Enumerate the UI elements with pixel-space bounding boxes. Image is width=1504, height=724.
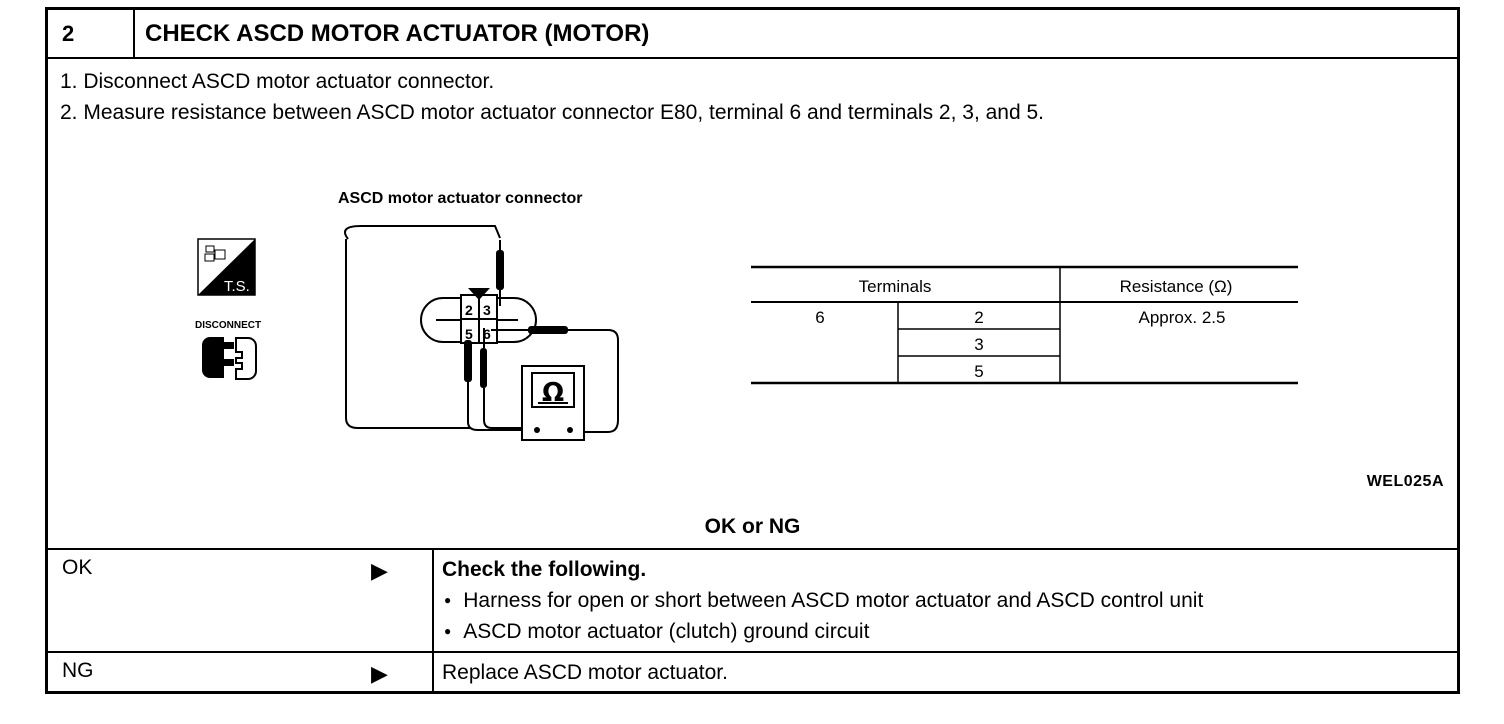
ng-action-text: Replace ASCD motor actuator.: [442, 661, 728, 684]
terminal-6-label: 6: [483, 326, 491, 342]
instruction-list: 1. Disconnect ASCD motor actuator connec…: [60, 66, 1044, 128]
ok-heading: Check the following.: [442, 558, 647, 581]
disconnect-icon: DISCONNECT: [195, 320, 261, 380]
decision-question: OK or NG: [704, 515, 801, 538]
ohm-symbol: Ω: [542, 378, 564, 408]
disconnect-label: DISCONNECT: [195, 320, 261, 331]
col-resistance: Resistance (Ω): [1120, 277, 1233, 296]
cell-resistance-value: Approx. 2.5: [1139, 308, 1226, 327]
connector-label: ASCD motor actuator connector: [338, 190, 582, 207]
ng-label: NG: [62, 659, 94, 682]
ok-arrow-icon: ▶: [371, 558, 388, 583]
cell-from-terminal: 6: [815, 308, 824, 327]
ng-arrow-icon: ▶: [371, 661, 388, 686]
ng-row: NG ▶ Replace ASCD motor actuator.: [48, 651, 1457, 692]
ohmmeter: Ω: [521, 365, 585, 441]
ng-action: Replace ASCD motor actuator.: [432, 653, 1457, 692]
terminal-2-label: 2: [465, 302, 473, 318]
probe-right: [491, 326, 619, 433]
connector-e80: 2 3 5 6: [420, 288, 537, 344]
ok-item-1: Harness for open or short between ASCD m…: [442, 585, 1457, 616]
step-header: 2 CHECK ASCD MOTOR ACTUATOR (MOTOR): [48, 10, 1457, 59]
terminal-5-label: 5: [465, 326, 473, 342]
decision-table: OK ▶ Check the following. Harness for op…: [48, 548, 1457, 692]
cell-to-terminal-2: 2: [974, 308, 983, 327]
instruction-step-2: 2. Measure resistance between ASCD motor…: [60, 101, 1045, 124]
step-number: 2: [48, 10, 135, 57]
terminal-3-label: 3: [483, 302, 491, 318]
cell-to-terminal-5: 5: [974, 362, 983, 381]
resistance-table: Terminals Resistance (Ω) 6 2 3 5 Approx.…: [751, 265, 1298, 385]
ok-row: OK ▶ Check the following. Harness for op…: [48, 548, 1457, 651]
ok-item-2: ASCD motor actuator (clutch) ground circ…: [442, 616, 1457, 647]
ok-action: Check the following. Harness for open or…: [432, 550, 1457, 651]
probe-bottom: [464, 328, 536, 431]
figure-id: WEL025A: [1366, 473, 1444, 490]
cell-to-terminal-3: 3: [974, 335, 983, 354]
procedure-frame: 2 CHECK ASCD MOTOR ACTUATOR (MOTOR) 1. D…: [45, 7, 1460, 694]
ok-label: OK: [62, 556, 93, 579]
ts-service-icon: T.S.: [197, 238, 256, 296]
col-terminals: Terminals: [859, 277, 932, 296]
instruction-step-1: 1. Disconnect ASCD motor actuator connec…: [60, 70, 495, 93]
probe-top: [496, 240, 504, 306]
step-title: CHECK ASCD MOTOR ACTUATOR (MOTOR): [145, 20, 650, 47]
ts-label: T.S.: [224, 278, 250, 295]
